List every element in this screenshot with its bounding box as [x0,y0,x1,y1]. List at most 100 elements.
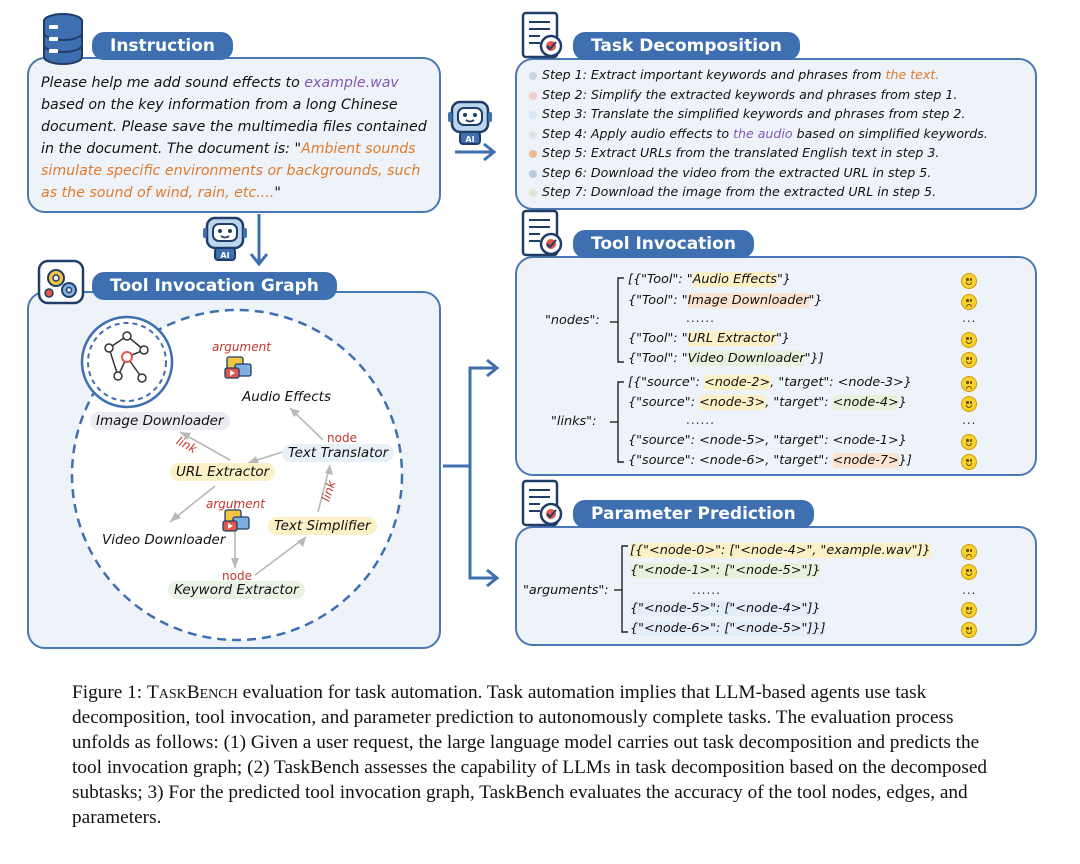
tool-invocation-panel [515,256,1037,476]
tool-link-row: [{"source": <node-2>, "target": <node-3>… [628,375,912,390]
tool-node-row: {"Tool": "URL Extractor"} [628,331,790,346]
caption-figure-number: Figure 1: [72,682,147,703]
link-suffix: }] [898,453,912,468]
smile-face-icon [961,564,977,580]
connector-layer [249,142,500,588]
link-source: <node-3> [699,395,766,410]
tool-invocation-brackets [610,277,624,463]
step-item: Step 5: Extract URLs from the translated… [542,145,939,160]
step-text-tail: based on simplified keywords. [792,125,988,141]
face-mouth [966,386,972,389]
sad-face-icon [961,544,977,560]
face-mouth [966,361,972,364]
tool-link-row: {"source": <node-3>, "target": <node-4>} [628,395,907,410]
face-mouth [966,405,972,408]
face-mouth [966,573,972,576]
graph-node-image-downloader: Image Downloader [90,412,230,430]
link-source: <node-2> [704,375,771,390]
link-prefix: {"source": [628,453,700,468]
tool-node-suffix: "}] [804,351,824,366]
node-label: node [222,569,252,583]
gears-icon [37,259,85,305]
tool-link-row: {"source": <node-6>, "target": <node-7>}… [628,453,912,468]
sad-face-icon [961,376,977,392]
step-item: Step 3: Translate the simplified keyword… [542,106,965,121]
tool-node-row: [{"Tool": "Audio Effects"} [628,272,791,287]
instruction-line4: in the document. The document is: " [41,141,301,157]
graph-title: Tool Invocation Graph [92,272,337,300]
argument-text: {"<node-6>": ["<node-5>"]}] [630,621,826,636]
step-text: Step 1: Extract important keywords and p… [542,67,886,82]
link-suffix: } [898,433,907,448]
face-mouth [966,554,972,557]
argument-label: argument [206,497,265,511]
instruction-line1: Please help me add sound effects to [41,75,305,91]
argument-text: {"<node-5>": ["<node-4>"]} [630,601,821,616]
step-bullet [529,189,537,197]
tool-node-name: Audio Effects [692,272,777,287]
graph-node-video-downloader: Video Downloader [96,531,232,549]
checklist-icon [521,11,563,59]
face-mouth [966,443,972,446]
smile-face-icon [961,273,977,289]
arguments-bracket [614,545,628,633]
instruction-quote-end: " [274,185,281,201]
arguments-side-ellipsis: ... [962,583,977,597]
instruction-file-name: example.wav [304,75,399,91]
instruction-line3: document. Please save the multimedia fil… [41,119,427,135]
link-target: <node-1> [832,433,899,448]
nodes-label: "nodes": [545,313,600,328]
step-item: Step 7: Download the image from the extr… [542,184,936,199]
smile-face-icon [961,352,977,368]
link-prefix: [{"source": [628,375,705,390]
tool-node-name: URL Extractor [687,331,777,346]
links-side-ellipsis: ... [962,413,977,427]
arrow-to-tool-invocation [443,366,496,468]
tool-link-row: {"source": <node-5>, "target": <node-1>} [628,433,907,448]
robot-icon: AI [203,216,247,261]
step-item: Step 1: Extract important keywords and p… [542,67,939,82]
tool-node-name: Video Downloader [687,351,805,366]
tool-node-name: Image Downloader [687,293,809,308]
link-mid: , "target": [765,433,833,448]
tool-node-row: {"Tool": "Video Downloader"}] [628,351,824,366]
argument-row: [{"<node-0>": ["<node-4>", "example.wav"… [630,543,931,558]
instruction-quote-line5: simulate specific environments or backgr… [41,163,421,179]
node-label: node [327,431,357,445]
face-mouth [966,631,972,634]
checklist-icon [521,209,563,257]
step-bullet [529,130,537,139]
link-source: <node-5> [699,433,766,448]
face-mouth [966,463,972,466]
link-mid: , "target": [765,395,833,410]
smile-face-icon [961,332,977,348]
arguments-ellipsis: ...... [692,583,721,597]
smile-face-icon [961,602,977,618]
database-icon [43,13,83,65]
smile-face-icon [961,434,977,450]
sad-face-icon [961,294,977,310]
step-bullet [529,111,537,119]
checklist-icon [521,479,563,527]
face-mouth [966,341,972,344]
graph-node-url-extractor: URL Extractor [170,463,276,481]
link-mid: , "target": [765,453,833,468]
instruction-quote-start: Ambient sounds [300,141,416,157]
step-text: Step 7: Download the image from the extr… [542,184,937,199]
task-decomposition-title: Task Decomposition [573,32,800,60]
tool-node-suffix: "} [808,293,823,308]
step-bullet [529,169,537,178]
step-item: Step 4: Apply audio effects to the audio… [542,126,988,141]
argument-text: {"<node-1>": ["<node-5>"]} [630,563,821,578]
link-mid: , "target": [770,375,838,390]
smile-face-icon [961,396,977,412]
face-mouth [966,304,972,307]
arguments-label: "arguments": [523,583,609,598]
link-prefix: {"source": [628,395,700,410]
nodes-ellipsis: ...... [686,311,715,325]
svg-text:AI: AI [220,251,229,260]
svg-text:AI: AI [465,135,474,144]
tool-node-prefix: [{"Tool": " [628,272,693,287]
arrow-to-parameter-prediction [468,466,496,580]
link-target: <node-7> [832,453,899,468]
